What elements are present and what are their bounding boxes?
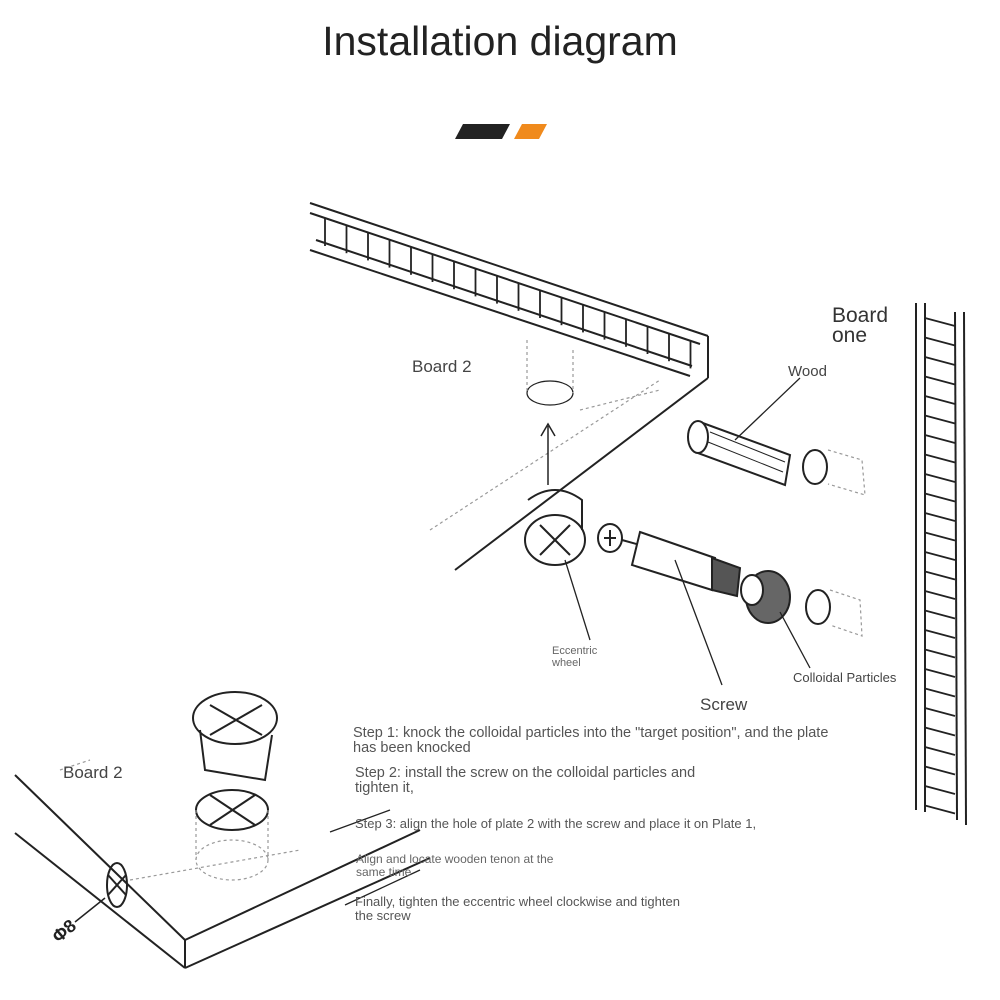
board-rung [924, 590, 956, 600]
board-rung [924, 395, 956, 405]
page-title: Installation diagram [322, 18, 678, 64]
board-rung [924, 336, 956, 347]
board-rung [924, 473, 956, 483]
board-rung [924, 785, 956, 795]
board-rung [924, 434, 956, 444]
board-rung [924, 629, 956, 639]
board-rung [924, 570, 956, 581]
step-4: Finally, tighten the eccentric wheel clo… [355, 894, 680, 923]
board-rung [924, 804, 956, 815]
board-rung [924, 609, 956, 620]
board-rung [924, 726, 956, 737]
wood-dowel-drawing [687, 377, 866, 496]
step-3-note: Align and locate wooden tenon at the sam… [356, 852, 554, 879]
step-1: Step 1: knock the colloidal particles in… [353, 725, 829, 757]
board-2-top [309, 202, 709, 571]
board-rung [924, 317, 956, 327]
colloidal-particles-label: Colloidal Particles [793, 670, 897, 685]
board-one [915, 303, 967, 826]
board-rung [924, 356, 956, 366]
board-rung [924, 551, 956, 561]
step-3: Step 3: align the hole of plate 2 with t… [355, 816, 757, 831]
board-rung [924, 375, 956, 386]
title-accent-bars [455, 124, 547, 139]
board-rung [924, 765, 956, 776]
board-rung [924, 648, 956, 659]
board-rung [924, 746, 956, 756]
board-one-label: Board one [832, 304, 889, 347]
step-2: Step 2: install the screw on the colloid… [355, 765, 696, 797]
board-2-bottom [14, 691, 431, 969]
board-rung [924, 531, 956, 542]
board-rung [924, 414, 956, 425]
board-2-top-label: Board 2 [412, 357, 472, 376]
board-rung [924, 687, 956, 698]
board-rung [924, 707, 956, 717]
screw-drawing [597, 523, 863, 686]
wood-label: Wood [788, 363, 827, 380]
board-2-bottom-label: Board 2 [63, 763, 123, 782]
screw-label: Screw [700, 695, 748, 714]
eccentric-wheel-label: Eccentric wheel [552, 645, 598, 669]
board-rung [924, 668, 956, 678]
eccentric-wheel-drawing [524, 489, 591, 641]
board-rung [924, 512, 956, 522]
board-rung [924, 492, 956, 503]
board-rung [924, 453, 956, 464]
